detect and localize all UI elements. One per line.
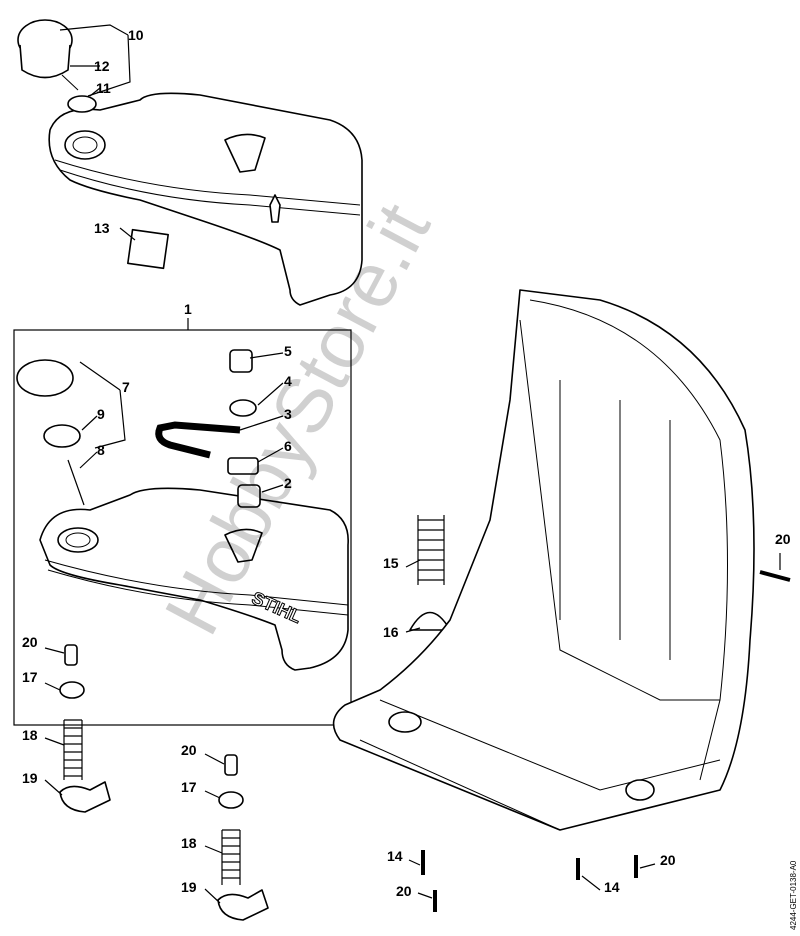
fuel-tank-top xyxy=(48,92,363,306)
callout-4: 4 xyxy=(284,373,292,389)
callout-8: 8 xyxy=(97,442,105,458)
backpack-frame xyxy=(332,289,755,831)
callout-2: 2 xyxy=(284,475,292,491)
callout-17-left: 17 xyxy=(22,669,38,685)
spring-assembly-left xyxy=(59,644,111,813)
spring-assembly-lower xyxy=(217,754,269,921)
kit-cap-7 xyxy=(16,359,85,506)
callout-16: 16 xyxy=(383,624,399,640)
callout-20-left: 20 xyxy=(22,634,38,650)
callout-3: 3 xyxy=(284,406,292,422)
drawing-code: 4244-GET-0138-A0 xyxy=(789,860,798,930)
warning-label-13 xyxy=(127,228,169,270)
callout-10: 10 xyxy=(128,27,144,43)
callout-20-bottom-right: 20 xyxy=(660,852,676,868)
leader-lines xyxy=(44,24,781,904)
callout-7: 7 xyxy=(122,379,130,395)
screws xyxy=(421,570,791,912)
callout-20-right: 20 xyxy=(775,531,791,547)
callout-6: 6 xyxy=(284,438,292,454)
callout-19-lower: 19 xyxy=(181,879,197,895)
callout-18-left: 18 xyxy=(22,727,38,743)
callout-11: 11 xyxy=(96,80,111,96)
callout-18-lower: 18 xyxy=(181,835,197,851)
callout-17-lower: 17 xyxy=(181,779,197,795)
callout-9: 9 xyxy=(97,406,105,422)
callout-13: 13 xyxy=(94,220,110,236)
kit-box xyxy=(13,329,352,726)
callout-20-bottom: 20 xyxy=(396,883,412,899)
callout-19-left: 19 xyxy=(22,770,38,786)
callout-5: 5 xyxy=(284,343,292,359)
callout-15: 15 xyxy=(383,555,399,571)
tank-cap xyxy=(17,19,97,113)
spring-15-16 xyxy=(409,515,451,631)
callout-14-left: 14 xyxy=(387,848,403,864)
callout-14-right: 14 xyxy=(604,879,620,895)
callout-20-lower: 20 xyxy=(181,742,197,758)
callout-12: 12 xyxy=(94,58,110,74)
kit-fittings xyxy=(155,349,261,508)
callout-1: 1 xyxy=(184,301,192,317)
